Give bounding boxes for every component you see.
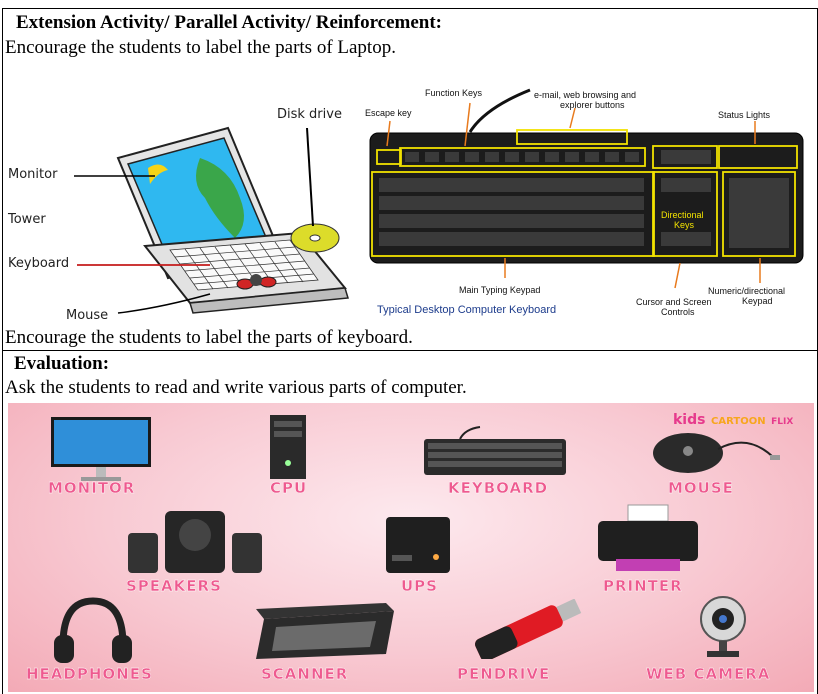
label-monitor: Monitor (8, 167, 58, 182)
device-label-keyboard: KEYBOARD (448, 479, 549, 497)
device-label-pendrive: PENDRIVE (457, 665, 551, 683)
label-cursor-line2: Controls (661, 307, 695, 317)
devices-panel: MONITOR CPU KEYBOARD MOUSE kids CARTOON … (8, 403, 814, 692)
pendrive-icon (475, 599, 582, 659)
label-function-keys: Function Keys (425, 88, 483, 98)
logo-middle: CARTOON (711, 416, 766, 427)
label-status-lights: Status Lights (718, 110, 771, 120)
label-mouse: Mouse (66, 308, 109, 323)
device-label-monitor: MONITOR (48, 479, 136, 497)
device-label-printer: PRINTER (603, 577, 683, 595)
label-main-typing: Main Typing Keypad (459, 285, 541, 295)
device-label-mouse: MOUSE (668, 479, 734, 497)
laptop-instruction: Encourage the students to label the part… (5, 37, 396, 58)
device-label-ups: UPS (401, 577, 438, 595)
laptop-illustration (74, 126, 349, 314)
kidscartoon-logo: kids CARTOON FLIX (673, 409, 793, 428)
speakers-icon (128, 511, 262, 573)
device-label-headphones: HEADPHONES (26, 665, 153, 683)
label-escape-key: Escape key (365, 108, 412, 118)
device-label-cpu: CPU (270, 479, 308, 497)
logo-top: kids (673, 412, 706, 428)
label-directional-line1: Directional (661, 210, 704, 220)
label-email-line1: e-mail, web browsing and (534, 90, 637, 100)
device-label-speakers: SPEAKERS (126, 577, 222, 595)
row-divider (2, 350, 818, 351)
logo-suffix: FLIX (771, 417, 794, 427)
label-keyboard: Keyboard (8, 256, 70, 271)
keyboard-illustration (369, 88, 804, 289)
web-camera-icon (700, 596, 746, 657)
printer-icon (598, 504, 698, 571)
label-directional-line2: Keys (674, 220, 695, 230)
label-tower: Tower (8, 212, 46, 227)
ups-icon (386, 517, 450, 573)
left-border (2, 8, 3, 694)
cpu-icon (270, 415, 306, 479)
keyboard-icon (424, 426, 566, 475)
device-label-web-camera: WEB CAMERA (646, 665, 771, 683)
keyboard-instruction: Encourage the students to label the part… (5, 327, 413, 348)
evaluation-instruction: Ask the students to read and write vario… (5, 377, 467, 398)
label-disk-drive: Disk drive (277, 107, 342, 122)
evaluation-heading: Evaluation: (14, 353, 110, 374)
scanner-icon (256, 603, 394, 659)
label-email-line2: explorer buttons (560, 100, 625, 110)
mouse-icon (653, 433, 780, 473)
extension-heading: Extension Activity/ Parallel Activity/ R… (16, 12, 443, 33)
top-border (2, 8, 818, 9)
label-cursor-line1: Cursor and Screen (636, 297, 712, 307)
monitor-icon (51, 417, 151, 481)
label-numeric-line2: Keypad (742, 296, 773, 306)
label-numeric-line1: Numeric/directional (708, 286, 786, 296)
device-label-scanner: SCANNER (261, 665, 349, 683)
keyboard-caption: Typical Desktop Computer Keyboard (377, 304, 557, 316)
headphones-icon (54, 597, 132, 663)
